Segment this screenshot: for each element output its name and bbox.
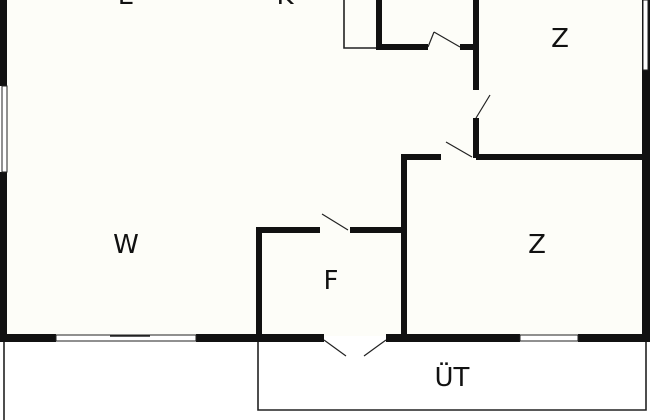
window-right <box>642 0 649 71</box>
windows <box>1 0 649 342</box>
room-label-living: W <box>113 230 139 260</box>
room-labels: E K Z W Z F ÜT <box>113 0 569 393</box>
window-bedroom-bottom <box>519 334 579 342</box>
room-label-bathroom: F <box>324 266 339 296</box>
room-label-bedroom-bottom: Z <box>528 230 546 260</box>
floor-area <box>6 0 642 336</box>
partial-label-top-left: E <box>118 0 134 11</box>
thin-lines <box>3 0 647 420</box>
walls <box>0 0 650 342</box>
door-bedroom-top <box>475 94 491 119</box>
door-bathroom <box>321 213 349 231</box>
door-kitchen <box>427 31 461 48</box>
room-label-bedroom-top: Z <box>551 24 569 54</box>
window-living-bottom <box>55 334 197 342</box>
door-bedroom-bottom <box>445 141 473 158</box>
partial-label-top-right: K <box>276 0 294 11</box>
room-label-terrace: ÜT <box>435 361 470 393</box>
door-terrace <box>323 339 387 357</box>
doors <box>321 31 491 357</box>
window-left <box>1 85 8 173</box>
